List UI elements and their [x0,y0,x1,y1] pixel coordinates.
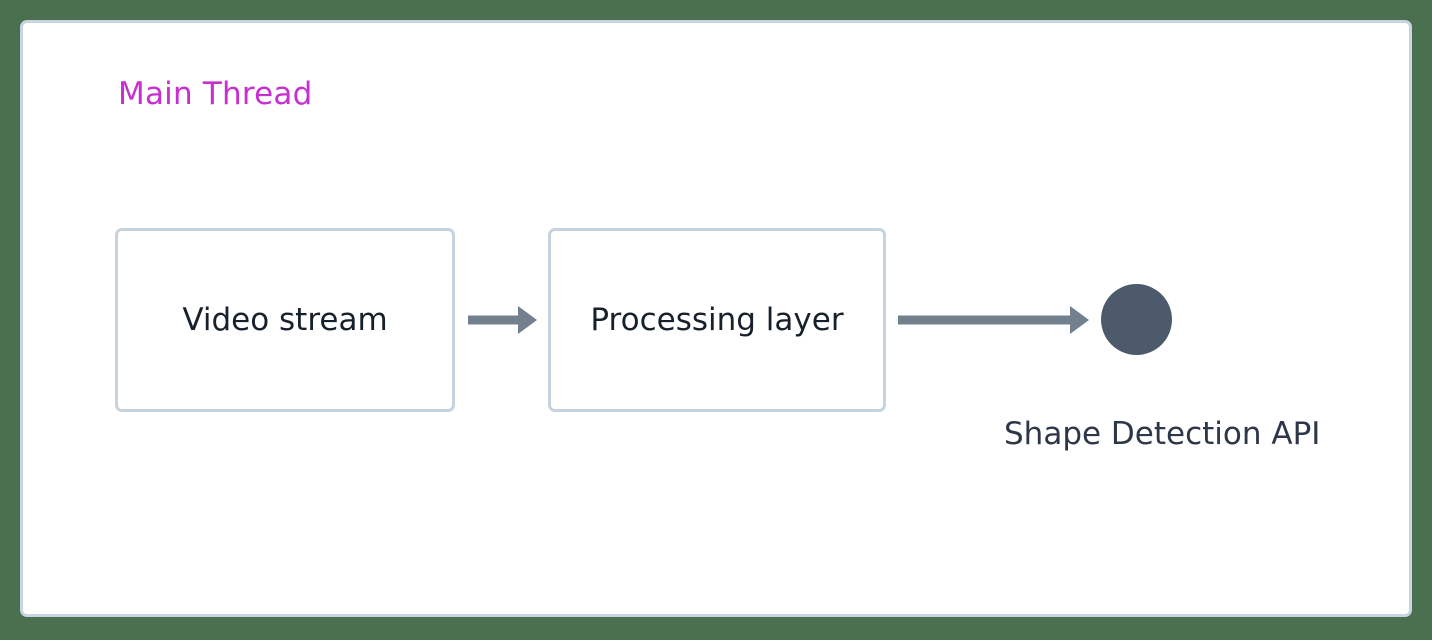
node-processing-layer-label: Processing layer [590,302,844,338]
node-video-stream[interactable]: Video stream [115,228,455,412]
node-video-stream-label: Video stream [182,302,388,338]
main-thread-title: Main Thread [118,76,313,112]
node-shape-detection-api-label: Shape Detection API [1004,416,1321,452]
node-shape-detection-api-circle[interactable] [1101,284,1172,355]
node-processing-layer[interactable]: Processing layer [548,228,886,412]
arrow-processing-to-api-icon [898,306,1089,334]
arrow-video-to-processing-icon [468,306,537,334]
